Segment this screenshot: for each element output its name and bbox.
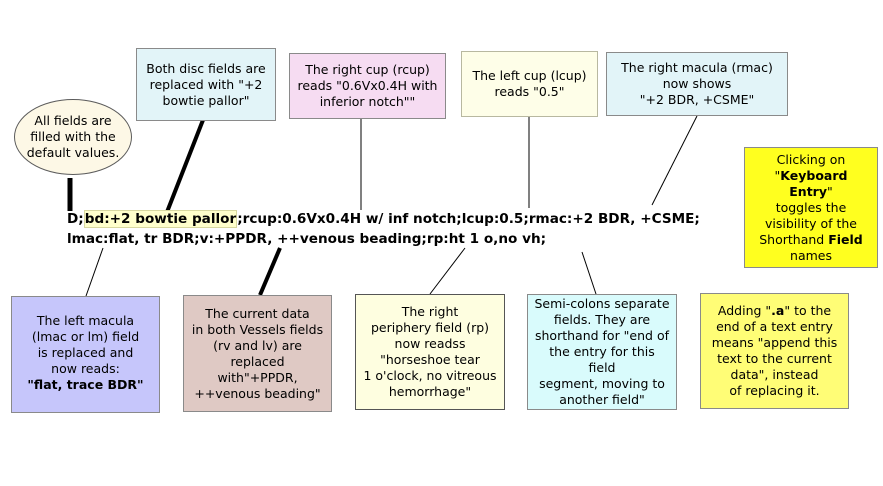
disc-line-1: Both disc fields are xyxy=(146,60,266,76)
disc-callout: Both disc fields are replaced with "+2 b… xyxy=(136,48,276,121)
append-line-6: of replacing it. xyxy=(729,383,820,398)
keyboard-line-3: toggles the xyxy=(775,199,847,215)
append-line-2: end of a text entry xyxy=(716,319,833,334)
lmac-connector xyxy=(85,247,104,297)
vessels-line-5: ++venous beading" xyxy=(194,385,321,401)
semicolons-callout: Semi-colons separate fields. They are sh… xyxy=(527,294,677,410)
semicolons-line-2: fields. They are xyxy=(553,312,651,327)
rp-callout: The right periphery field (rp) now reads… xyxy=(355,294,505,410)
keyboard-line-1: Clicking on xyxy=(776,151,846,167)
rcup-line-2: reads "0.6Vx0.4H with xyxy=(297,78,438,93)
append-line-1: Adding ".a" to the xyxy=(717,303,832,318)
rmac-line-3: "+2 BDR, +CSME" xyxy=(639,92,755,107)
semicolons-line-6: another field" xyxy=(559,392,645,407)
rmac-callout: The right macula (rmac) now shows "+2 BD… xyxy=(606,52,788,116)
keyboard-entry-callout: Clicking on "Keyboard Entry" toggles the… xyxy=(744,147,878,268)
rcup-line-3: inferior notch"" xyxy=(319,94,416,109)
vessels-line-1: The current data xyxy=(205,305,310,321)
lmac-callout: The left macula (lmac or lm) field is re… xyxy=(11,296,160,413)
rp-line-2: periphery field (rp) xyxy=(370,320,490,335)
lmac-line-3: is replaced and xyxy=(37,344,134,360)
rp-line-3: now readss xyxy=(394,336,466,351)
append-line-5: data", instead xyxy=(730,367,819,382)
disc-shorthand-highlight: bd:+2 bowtie pallor xyxy=(83,210,238,228)
rp-line-4: "horseshoe tear xyxy=(380,352,480,367)
vessels-line-4: replaced with"+PPDR, xyxy=(217,353,298,385)
rmac-line-2: now shows xyxy=(662,76,732,91)
semicolons-line-1: Semi-colons separate xyxy=(534,296,670,311)
defaults-line-3: default values. xyxy=(26,145,120,160)
rp-line-1: The right xyxy=(401,304,459,319)
vessels-connector xyxy=(258,247,282,296)
rmac-connector xyxy=(651,115,698,206)
lmac-line-4: now reads: xyxy=(51,360,120,376)
disc-line-3: bowtie pallor" xyxy=(162,92,250,108)
rp-connector xyxy=(429,247,466,295)
semicolons-connector xyxy=(581,251,597,295)
append-line-3: means "append this xyxy=(711,335,838,350)
lmac-line-1: The left macula xyxy=(36,312,135,328)
lcup-line-1: The left cup (lcup) xyxy=(472,68,587,83)
lcup-line-2: reads "0.5" xyxy=(494,84,565,99)
append-line-4: text to the current xyxy=(717,351,832,366)
rcup-line-1: The right cup (rcup) xyxy=(305,62,430,77)
semicolons-line-3: shorthand for "end of xyxy=(534,328,669,343)
keyboard-line-6: names xyxy=(790,247,832,263)
append-callout: Adding ".a" to the end of a text entry m… xyxy=(700,293,849,409)
field-bold: Field xyxy=(828,231,863,247)
vessels-line-2: in both Vessels fields xyxy=(191,321,324,337)
vessels-callout: The current data in both Vessels fields … xyxy=(183,295,332,412)
append-suffix-bold: .a xyxy=(771,303,785,318)
semicolons-line-4: the entry for this field xyxy=(549,344,655,375)
rp-line-5: 1 o'clock, no vitreous xyxy=(363,368,497,383)
lcup-callout: The left cup (lcup) reads "0.5" xyxy=(461,51,598,117)
lmac-line-5: "flat, trace BDR" xyxy=(27,376,144,392)
keyboard-line-4: visibility of the xyxy=(764,215,858,231)
semicolons-line-5: segment, moving to xyxy=(539,376,665,391)
disc-connector xyxy=(165,119,205,213)
defaults-line-2: filled with the xyxy=(30,129,116,144)
shorthand-line-2: lmac:flat, tr BDR;v:+PPDR, ++venous bead… xyxy=(67,231,547,247)
defaults-line-1: All fields are xyxy=(34,113,112,128)
lmac-line-2: (lmac or lm) field xyxy=(31,328,140,344)
rmac-line-1: The right macula (rmac) xyxy=(621,60,773,75)
vessels-line-3: (rv and lv) are xyxy=(213,337,302,353)
keyboard-entry-bold: Keyboard Entry xyxy=(780,167,848,199)
shorthand-line-1-prefix: D; xyxy=(67,211,84,227)
rp-line-6: hemorrhage" xyxy=(388,384,472,399)
rcup-callout: The right cup (rcup) reads "0.6Vx0.4H wi… xyxy=(289,53,446,119)
shorthand-line-1: D;bd:+2 bowtie pallor;rcup:0.6Vx0.4H w/ … xyxy=(67,210,700,228)
keyboard-line-5: Shorthand Field xyxy=(759,231,863,247)
defaults-callout: All fields are filled with the default v… xyxy=(14,99,132,175)
shorthand-line-1-rest: ;rcup:0.6Vx0.4H w/ inf notch;lcup:0.5;rm… xyxy=(237,211,700,227)
disc-line-2: replaced with "+2 xyxy=(149,76,263,92)
keyboard-line-2: "Keyboard Entry" xyxy=(774,167,848,199)
